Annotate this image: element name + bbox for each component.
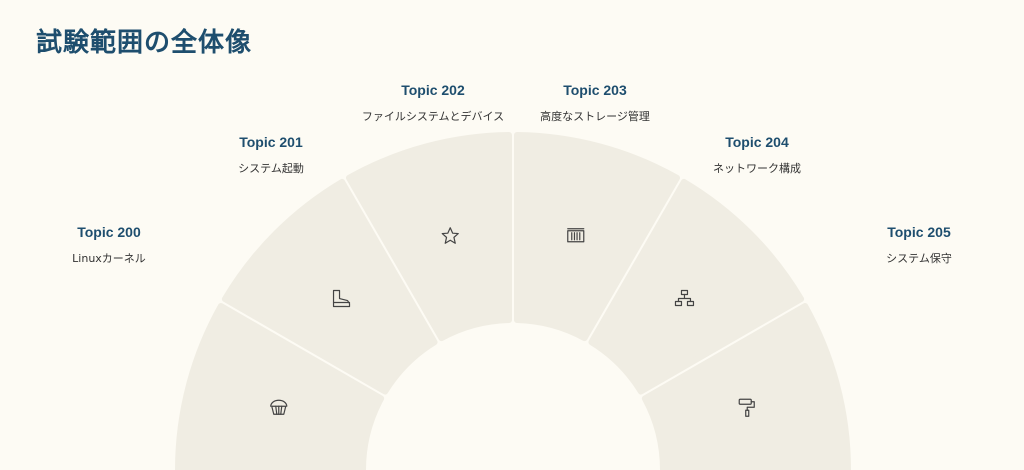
topic-205-title: Topic 205 <box>887 224 951 240</box>
topic-202-title: Topic 202 <box>401 82 465 98</box>
topic-201-subtitle: システム起動 <box>238 162 304 175</box>
topic-203-title: Topic 203 <box>563 82 627 98</box>
topic-200-subtitle: Linuxカーネル <box>72 252 146 265</box>
topic-202-label: Topic 202 ファイルシステムとデバイス <box>333 82 533 124</box>
topic-203-segment <box>514 132 681 342</box>
topic-204-title: Topic 204 <box>725 134 789 150</box>
basket-icon <box>270 399 288 415</box>
paint-roller-icon <box>738 398 755 417</box>
topic-204-subtitle: ネットワーク構成 <box>713 162 801 175</box>
topic-205-subtitle: システム保守 <box>886 252 952 265</box>
topic-205-label: Topic 205 システム保守 <box>819 224 1019 266</box>
topic-204-segment <box>588 178 805 395</box>
topic-200-label: Topic 200 Linuxカーネル <box>9 224 209 266</box>
topic-202-segment <box>345 132 512 342</box>
page-title: 試験範囲の全体像 <box>36 28 253 58</box>
topic-200-segment <box>175 302 385 470</box>
topic-201-title: Topic 201 <box>239 134 303 150</box>
star-icon <box>441 227 459 244</box>
topic-201-segment <box>221 178 438 395</box>
topic-202-subtitle: ファイルシステムとデバイス <box>361 110 505 123</box>
topic-203-label: Topic 203 高度なストレージ管理 <box>495 82 695 124</box>
boot-icon <box>332 289 351 308</box>
network-icon <box>674 289 695 307</box>
storage-icon <box>567 228 585 243</box>
topic-201-label: Topic 201 システム起動 <box>171 134 371 176</box>
topic-200-title: Topic 200 <box>77 224 141 240</box>
topic-203-subtitle: 高度なストレージ管理 <box>540 110 650 123</box>
topic-204-label: Topic 204 ネットワーク構成 <box>657 134 857 176</box>
